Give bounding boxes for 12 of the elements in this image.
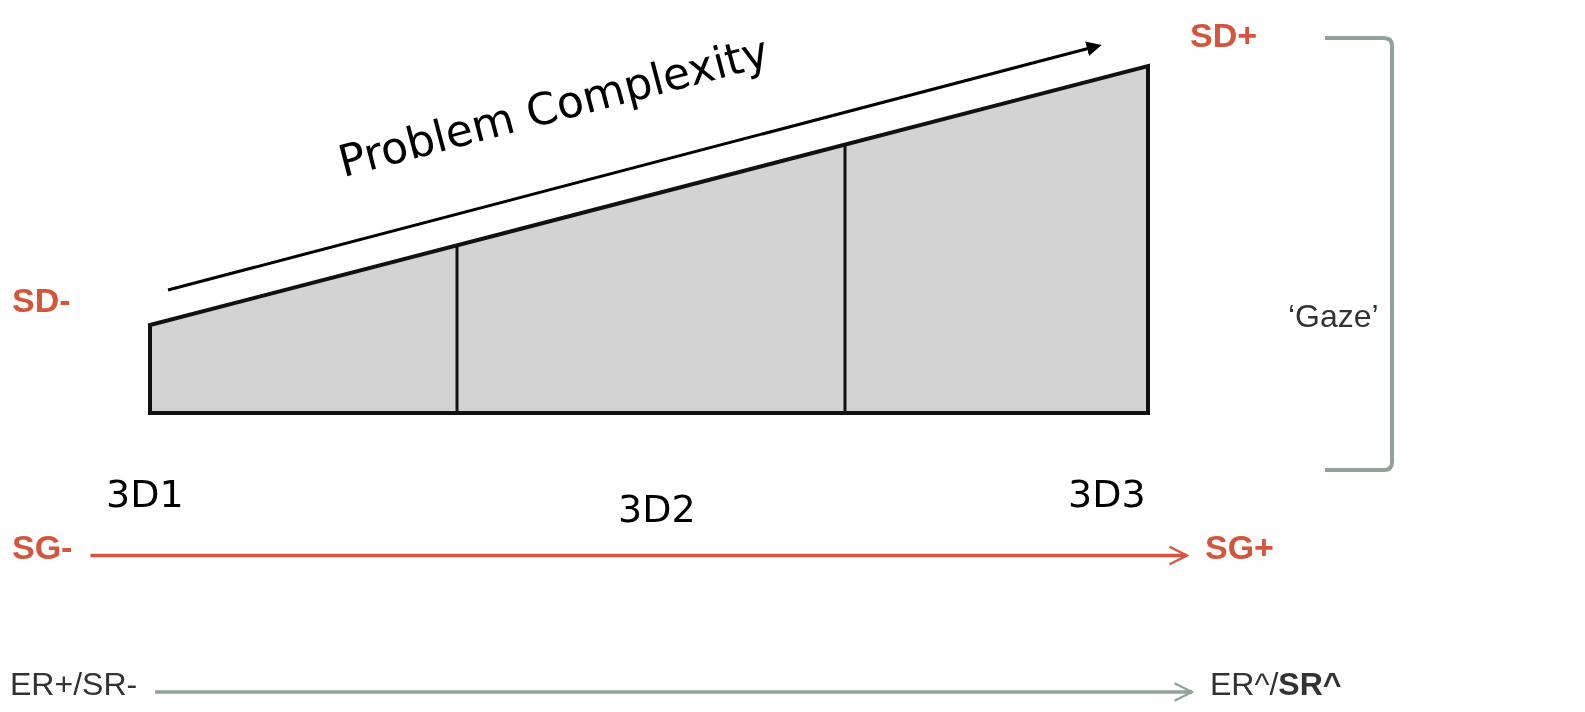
stage-label: 3D2 xyxy=(618,490,696,528)
axis-label: SD- xyxy=(12,283,71,317)
stage-label: 3D1 xyxy=(106,475,184,513)
axis-end-label: ER^/SR^ xyxy=(1210,668,1342,700)
arrow xyxy=(90,545,1189,566)
axis-label: SD+ xyxy=(1190,18,1258,52)
axis-end-label: SG- xyxy=(12,530,73,564)
axis-end-label: ER+/SR- xyxy=(10,668,138,700)
axis-end-label: SG+ xyxy=(1205,530,1274,564)
arrow xyxy=(155,682,1194,702)
stage-label: 3D3 xyxy=(1068,475,1146,513)
bracket-label: ‘Gaze’ xyxy=(1288,300,1379,332)
